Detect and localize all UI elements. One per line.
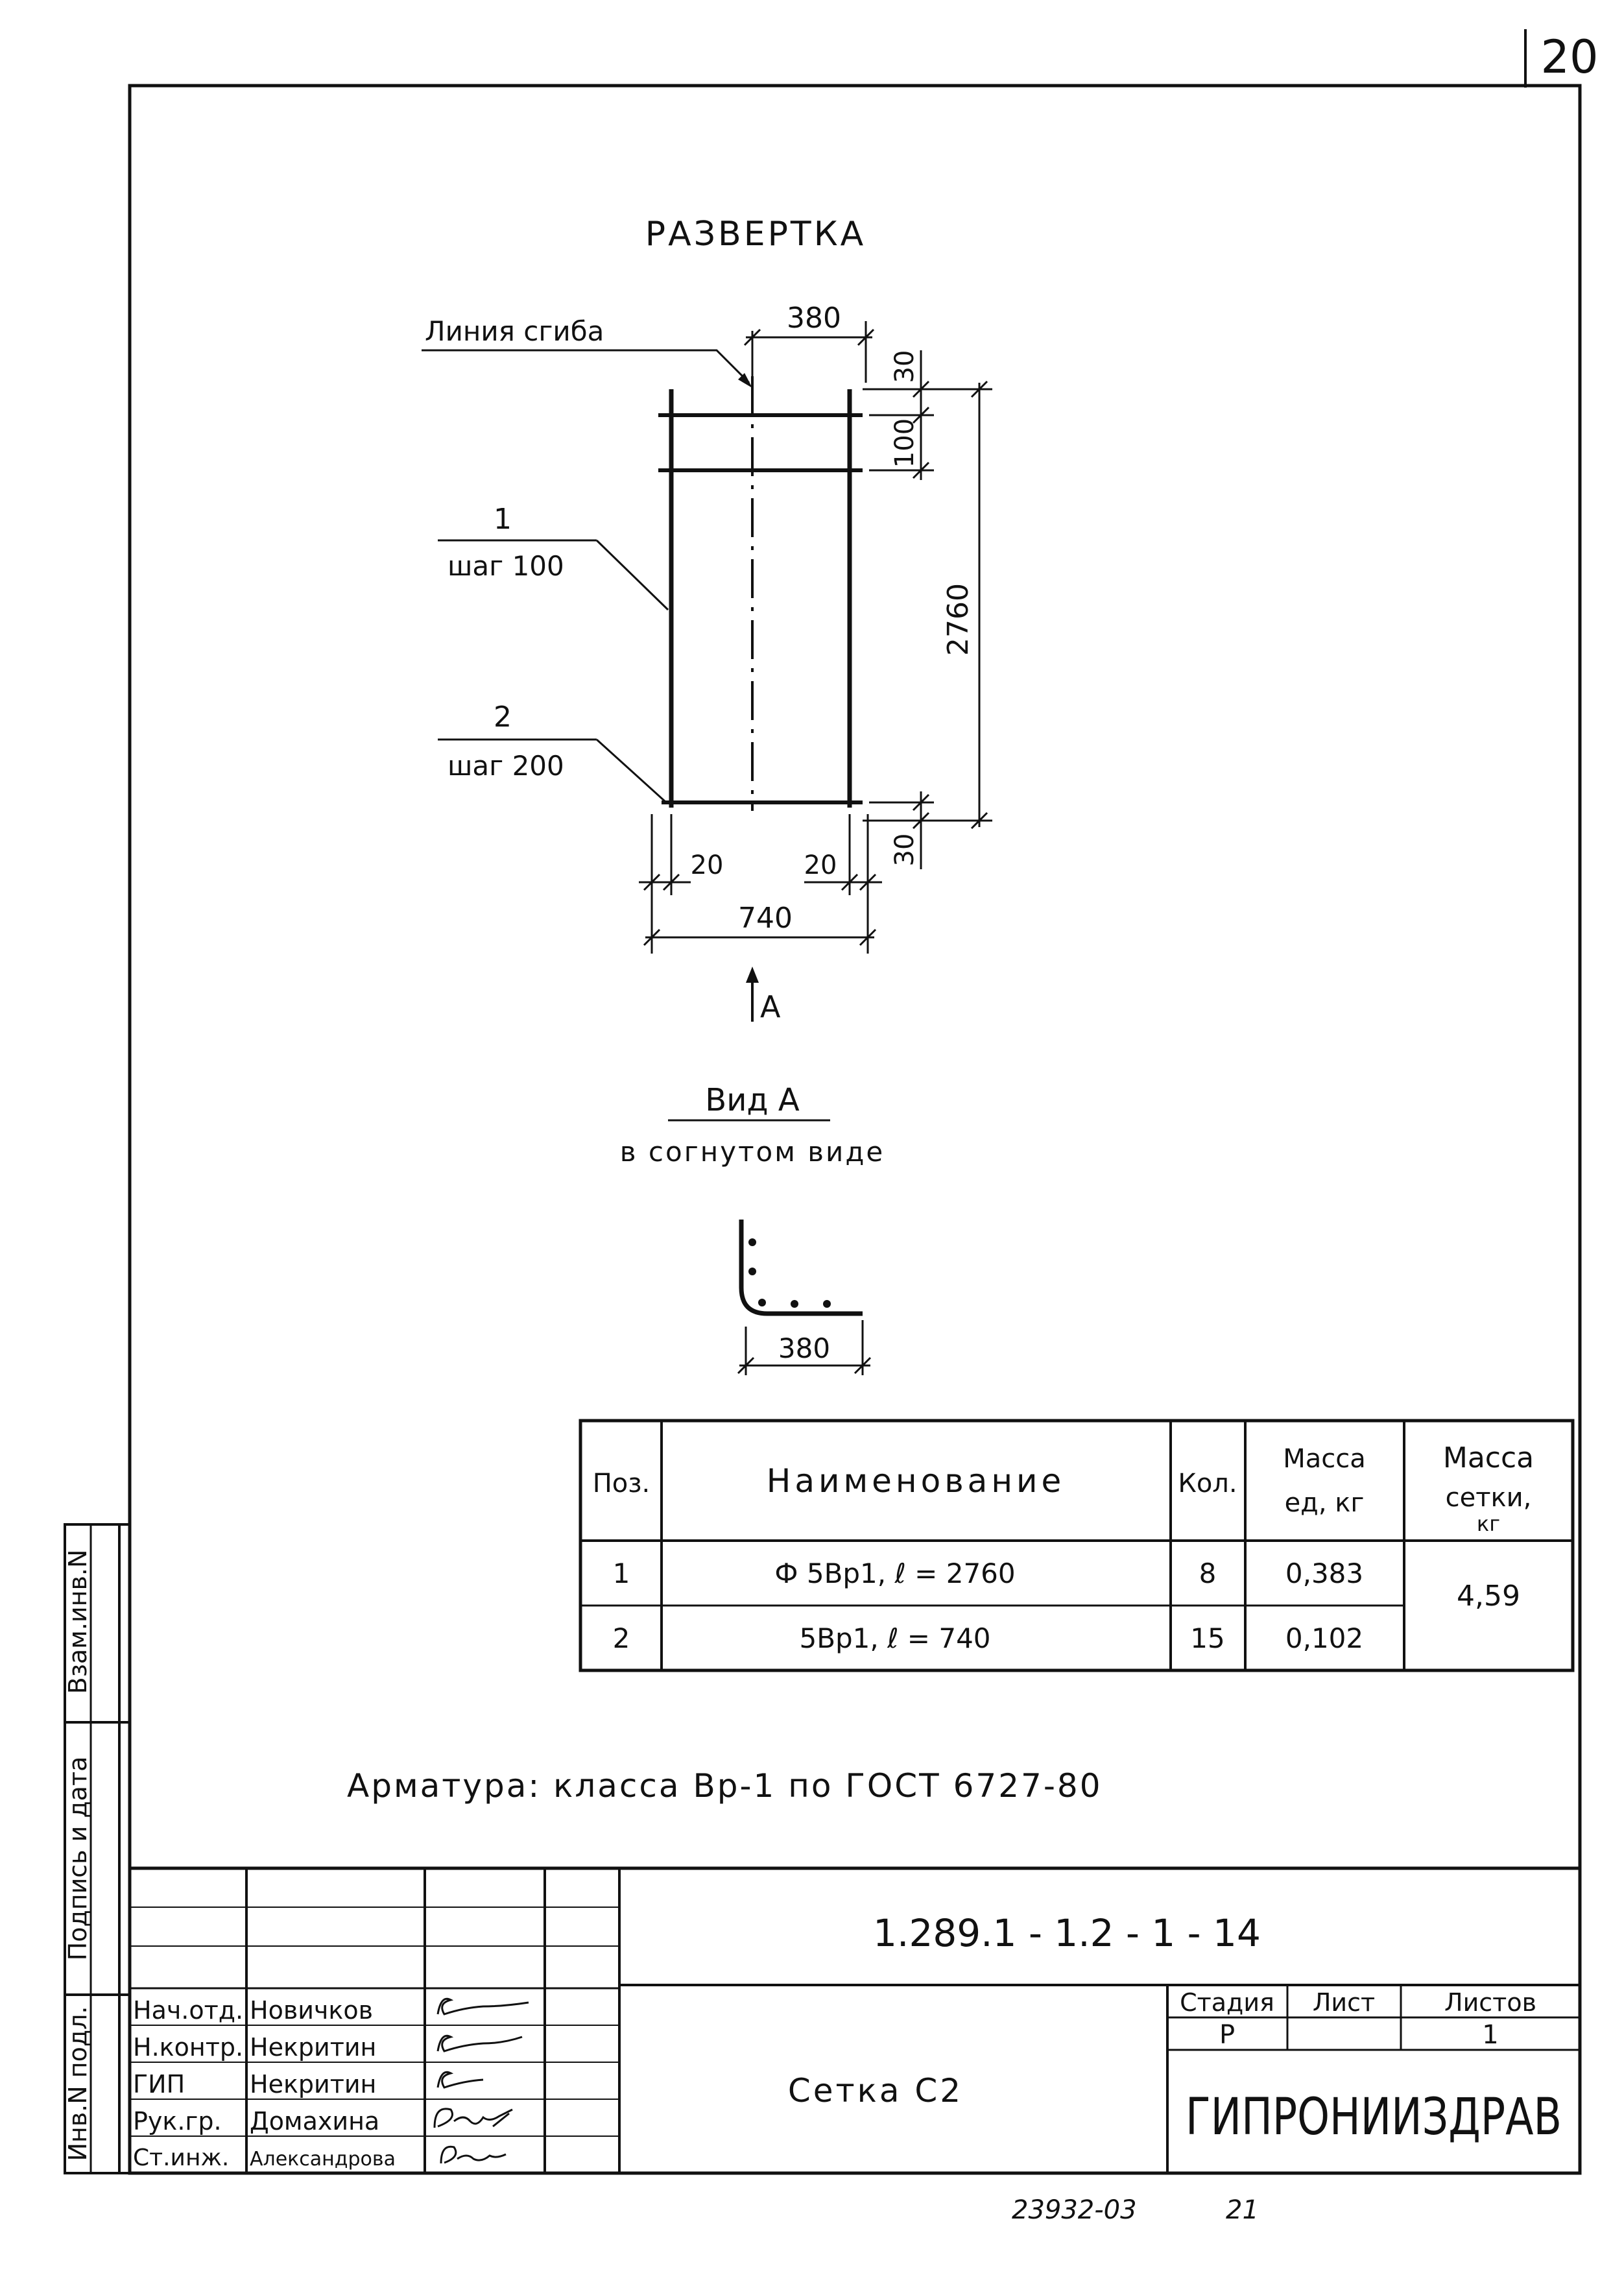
table-row-2-pos: 2: [613, 1622, 630, 1654]
view-a-arrow: А: [746, 967, 781, 1024]
bend-line-callout: Линия сгиба: [422, 315, 752, 388]
table-row-2-name: 5Вр1, ℓ = 740: [799, 1622, 990, 1654]
sheet-number-box: 20: [1524, 29, 1599, 88]
signatures: [433, 1997, 529, 2164]
sheet-number: 20: [1540, 30, 1598, 84]
role-norm-control: Н.контр.: [133, 2033, 243, 2062]
mass-total-value: 4,59: [1457, 1580, 1520, 1613]
header-qty: Кол.: [1178, 1469, 1237, 1498]
dim-bottom: 20 20 740: [639, 814, 882, 954]
bend-line-label: Линия сгиба: [425, 315, 604, 347]
name-senior-engineer: Александрова: [250, 2148, 396, 2171]
header-name: Наименование: [767, 1462, 1066, 1500]
organization-name: ГИПРОНИИЗДРАВ: [1186, 2088, 1562, 2147]
view-a: Вид А в согнутом виде 380: [620, 1082, 885, 1375]
pos1-number: 1: [494, 503, 512, 536]
dim-right-top: 30 100: [863, 350, 992, 480]
side-stamp-signature-date: Подпись и дата: [64, 1757, 92, 1961]
name-group-leader: Домахина: [250, 2107, 379, 2136]
reinforcement-note: Арматура: класса Вр-1 по ГОСТ 6727-80: [347, 1767, 1103, 1805]
pos2-step: шаг 200: [448, 750, 564, 782]
development-title: РАЗВЕРТКА: [645, 215, 866, 254]
bent-mesh-profile: [739, 1220, 863, 1316]
archive-page: 21: [1226, 2195, 1259, 2225]
view-a-title: Вид А: [705, 1082, 800, 1118]
development-drawing: РАЗВЕРТКА Линия сгиба 1 шаг 100 2 шаг 20…: [422, 215, 992, 1024]
role-group-leader: Рук.гр.: [133, 2107, 222, 2136]
dim-top-width: 380: [743, 302, 875, 383]
side-stamp-original-inv: Инв.N подл.: [64, 2006, 92, 2161]
dim-height-value: 2760: [942, 583, 975, 656]
position-1-callout: 1 шаг 100: [438, 503, 669, 611]
dim-total-width-value: 740: [738, 902, 793, 935]
pos1-step: шаг 100: [448, 550, 564, 582]
dim-bottom-offset-value: 30: [890, 834, 920, 867]
dim-left-edge-value: 20: [691, 850, 724, 880]
header-mass-total-1: Масса: [1443, 1441, 1534, 1474]
table-row-2-mass-unit: 0,102: [1285, 1622, 1363, 1654]
side-stamp: Взам.инв.N Подпись и дата Инв.N подл.: [64, 1523, 130, 2174]
stage-label: Стадия: [1180, 1988, 1274, 2017]
dim-top-width-value: 380: [787, 302, 841, 335]
dim-right-edge-value: 20: [804, 850, 837, 880]
table-row-1-name: Ф 5Вр1, ℓ = 2760: [774, 1558, 1015, 1589]
header-mass-total-3: кг: [1477, 1511, 1500, 1536]
role-head-dept: Нач.отд.: [133, 1996, 243, 2025]
view-a-dim-value: 380: [778, 1332, 830, 1364]
header-pos: Поз.: [593, 1469, 651, 1498]
name-chief-engineer: Некритин: [250, 2070, 376, 2099]
name-head-dept: Новичков: [250, 1996, 373, 2025]
dim-height: 2760: [942, 380, 988, 830]
header-mass-unit-2: ед, кг: [1285, 1488, 1365, 1518]
dim-right-bottom: 30: [863, 791, 992, 869]
role-chief-engineer: ГИП: [133, 2070, 185, 2099]
dim-top-offset-value: 30: [890, 350, 920, 383]
table-row-1-pos: 1: [613, 1558, 630, 1589]
position-2-callout: 2 шаг 200: [438, 701, 666, 802]
sheet-label: Лист: [1313, 1988, 1375, 2017]
spec-table: Поз. Наименование Кол. Масса ед, кг Масс…: [579, 1419, 1575, 1672]
archive-number: 23932-03: [1012, 2195, 1137, 2225]
product-name: Сетка С2: [788, 2072, 963, 2110]
table-row-1-mass-unit: 0,383: [1285, 1558, 1363, 1589]
header-mass-unit-1: Масса: [1283, 1444, 1366, 1474]
dim-first-step-value: 100: [890, 418, 920, 468]
view-a-arrow-label: А: [760, 989, 781, 1024]
view-a-subtitle: в согнутом виде: [620, 1136, 885, 1168]
stage-value: Р: [1219, 2020, 1235, 2050]
side-stamp-replace-inv: Взам.инв.N: [64, 1550, 92, 1694]
header-mass-total-2: сетки,: [1446, 1483, 1532, 1513]
title-block: Нач.отд. Новичков Н.контр. Некритин ГИП …: [130, 1866, 1580, 2173]
table-row-2-qty: 15: [1190, 1622, 1224, 1654]
document-code: 1.289.1 - 1.2 - 1 - 14: [873, 1911, 1261, 1955]
sheets-value: 1: [1482, 2020, 1498, 2050]
name-norm-control: Некритин: [250, 2033, 376, 2062]
frame-border: [128, 84, 1582, 2175]
table-row-1-qty: 8: [1199, 1558, 1217, 1589]
sheets-label: Листов: [1444, 1988, 1536, 2017]
role-senior-engineer: Ст.инж.: [133, 2145, 229, 2171]
pos2-number: 2: [494, 701, 512, 734]
